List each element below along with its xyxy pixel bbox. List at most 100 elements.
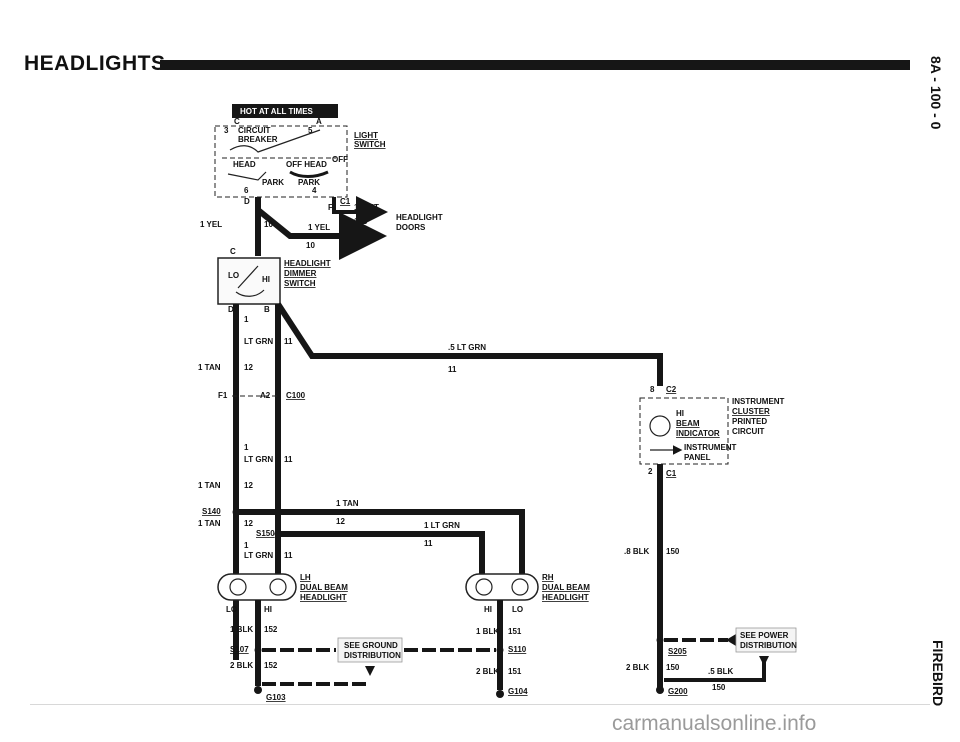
lh-label-3: HEADLIGHT — [300, 593, 347, 602]
see-power-label: SEE POWER — [740, 631, 789, 640]
wire-152b: 152 — [264, 661, 278, 670]
wire-10-right: 10 — [306, 241, 315, 250]
pin-4: 4 — [312, 186, 317, 195]
cluster-label-2: CLUSTER — [732, 407, 770, 416]
headlight-doors-label-2: DOORS — [396, 223, 426, 232]
s110-splice — [496, 646, 504, 654]
ltgrn-label-a: LT GRN — [244, 337, 273, 346]
rh-label-3: HEADLIGHT — [542, 593, 589, 602]
tan-label-a: 1 TAN — [198, 363, 221, 372]
rh-hi: HI — [484, 605, 492, 614]
c1-connector-top: C1 — [340, 197, 351, 206]
wire-1c: 1 — [244, 541, 249, 550]
ltgrn-hi-beam-wire — [275, 302, 663, 386]
pin-6: 6 — [244, 186, 249, 195]
wire-11c: 11 — [284, 455, 293, 464]
lh-blk2-label: 2 BLK — [230, 661, 253, 670]
g200-label: G200 — [668, 687, 688, 696]
cluster-label-4: CIRCUIT — [732, 427, 765, 436]
see-ground-label: SEE GROUND — [344, 641, 398, 650]
g104-ground — [496, 690, 504, 698]
pin-f1: F1 — [218, 391, 228, 400]
s140-label: S140 — [202, 507, 221, 516]
blk5-label: .5 BLK — [708, 667, 734, 676]
blk5-wire — [664, 662, 766, 682]
wire-11-mid: 11 — [424, 539, 433, 548]
ltgrn-label-b: LT GRN — [244, 455, 273, 464]
head-label: HEAD — [233, 160, 256, 169]
see-power-label-2: DISTRIBUTION — [740, 641, 797, 650]
hi-beam-indicator-bulb — [649, 415, 671, 437]
wire-11-top: 11 — [448, 365, 457, 374]
ltgrn-mid-label: 1 LT GRN — [424, 521, 460, 530]
pin-2: 2 — [648, 467, 653, 476]
g200-ground — [656, 686, 664, 694]
wire-150b: 150 — [666, 663, 680, 672]
tan-label-c: 1 TAN — [198, 519, 221, 528]
switch-contact — [289, 170, 329, 178]
c2-connector: C2 — [666, 385, 677, 394]
wire-152a: 152 — [264, 625, 278, 634]
light-switch-label-2: SWITCH — [354, 140, 386, 149]
lh-lo-filament — [229, 578, 247, 596]
blk5-arrow — [759, 656, 769, 666]
rh-label: RH — [542, 573, 554, 582]
dimmer-hi: HI — [262, 275, 270, 284]
tan-label-b: 1 TAN — [198, 481, 221, 490]
s107-splice — [254, 646, 262, 654]
pin-c-top: C — [234, 117, 240, 126]
headlight-doors-label: HEADLIGHT — [396, 213, 443, 222]
panel-label: INSTRUMENT — [684, 443, 737, 452]
pin-c-dimmer: C — [230, 247, 236, 256]
see-ground-label-2: DISTRIBUTION — [344, 651, 401, 660]
wire-11a: 11 — [284, 337, 293, 346]
rh-hi-filament — [475, 578, 493, 596]
wire-1a: 1 — [244, 315, 249, 324]
cluster-label-3: PRINTED — [732, 417, 767, 426]
breaker-line — [229, 129, 321, 153]
wire-12a: 12 — [244, 363, 253, 372]
g103-ground — [254, 686, 262, 694]
wire-12-top: 12 — [336, 517, 345, 526]
cluster-label: INSTRUMENT — [732, 397, 785, 406]
pin-5: 5 — [308, 126, 313, 135]
vehicle-model: FIREBIRD — [930, 640, 946, 707]
rh-lo-filament — [511, 578, 529, 596]
power-arrow-head — [726, 634, 736, 646]
watermark: carmanualsonline.info — [612, 712, 817, 735]
park-label-left: PARK — [262, 178, 284, 187]
lh-label: LH — [300, 573, 311, 582]
ground-arrow — [365, 666, 375, 676]
c100-connector: C100 — [286, 391, 306, 400]
wire-150a: 150 — [666, 547, 680, 556]
dimmer-label-2: DIMMER — [284, 269, 317, 278]
lh-label-2: DUAL BEAM — [300, 583, 348, 592]
tan-top-label: 1 TAN — [336, 499, 359, 508]
ltgrn-label-c: LT GRN — [244, 551, 273, 560]
pin-b-dimmer: B — [264, 305, 270, 314]
circuit-breaker-label-2: BREAKER — [238, 135, 278, 144]
off-label: OFF — [332, 155, 348, 164]
s205-label: S205 — [668, 647, 687, 656]
off-head-label: OFF HEAD — [286, 160, 327, 169]
g103-label: G103 — [266, 693, 286, 702]
park-label-right: PARK — [298, 178, 320, 187]
wire-150c: 150 — [712, 683, 726, 692]
rh-headlight-box — [465, 573, 539, 601]
s205-splice — [656, 636, 664, 644]
s150-label: S150 — [256, 529, 275, 538]
light-switch-label: LIGHT — [354, 131, 378, 140]
pin-f: F — [328, 203, 333, 212]
wire-151b: 151 — [508, 667, 522, 676]
dimmer-label-3: SWITCH — [284, 279, 316, 288]
pin-a-top: A — [316, 117, 322, 126]
lh-hi-filament — [269, 578, 287, 596]
dimmer-switch-box — [217, 257, 281, 305]
wire-10-left: 10 — [264, 220, 273, 229]
rh-lo: LO — [512, 605, 523, 614]
title-bar — [160, 60, 910, 70]
circuit-breaker-label: CIRCUIT — [238, 126, 271, 135]
rh-blk-label: 1 BLK — [476, 627, 499, 636]
rh-blk2-label: 2 BLK — [476, 667, 499, 676]
